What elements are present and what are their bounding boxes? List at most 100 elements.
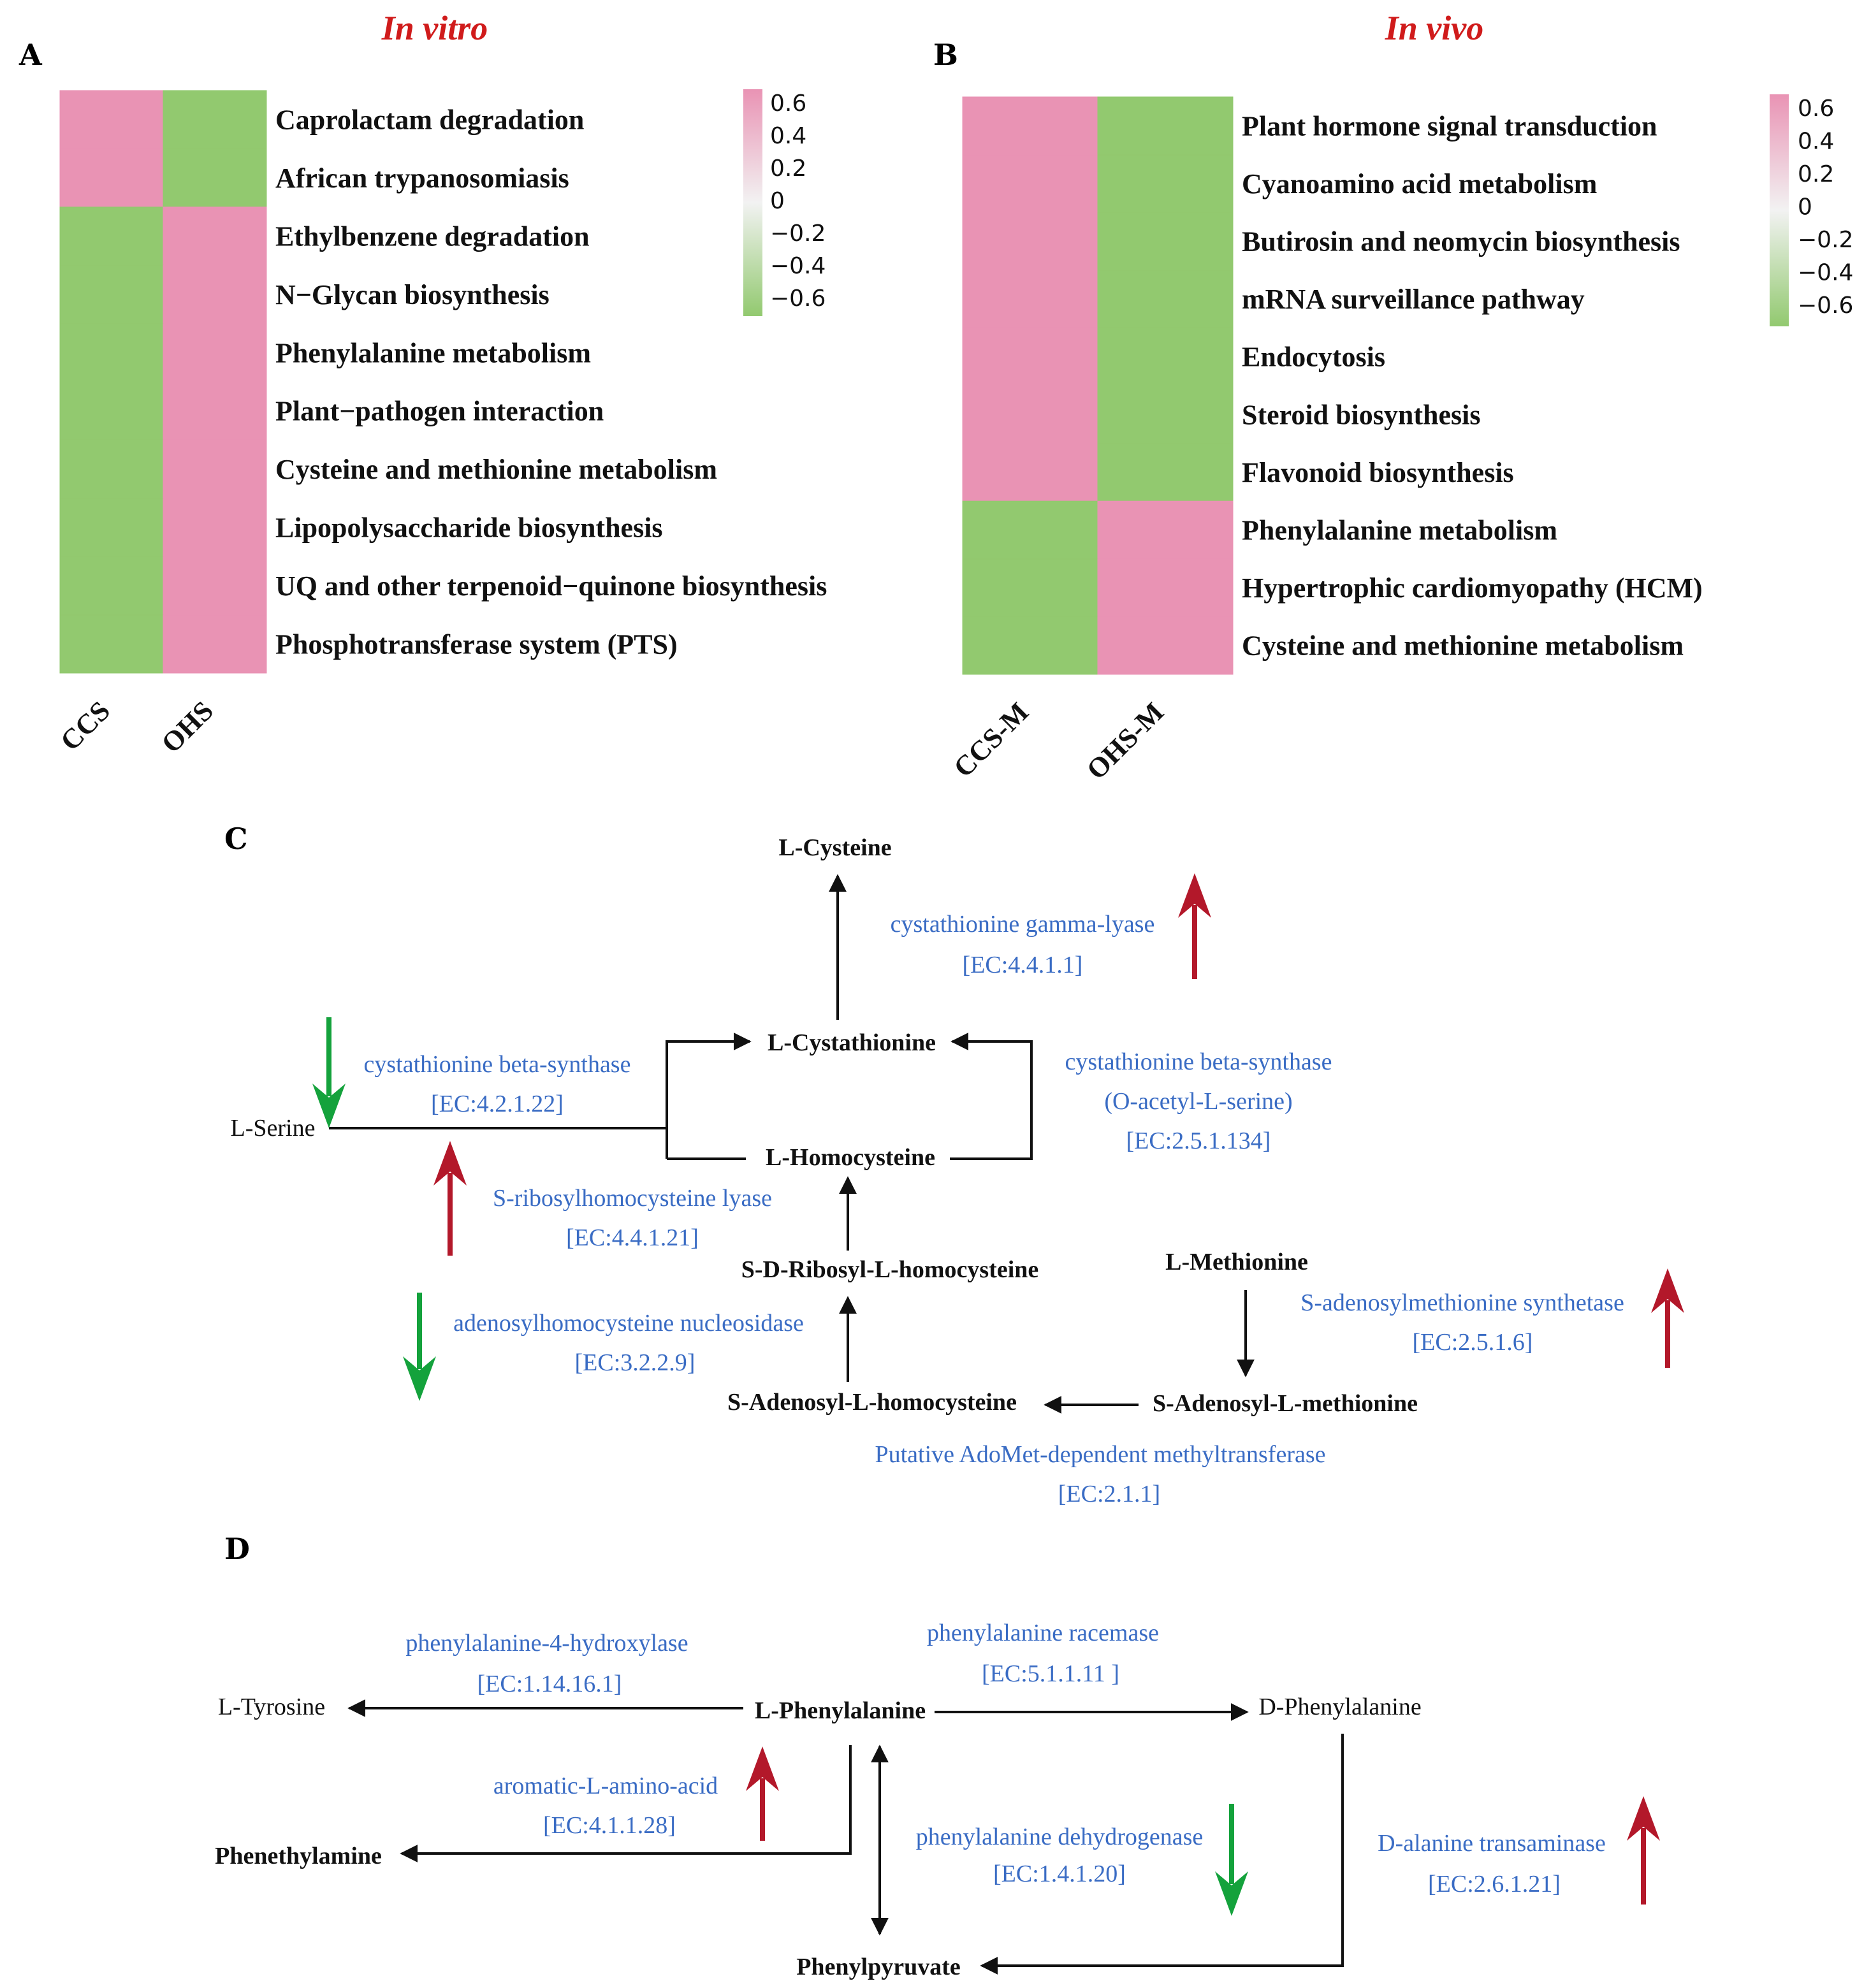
heatmap-cell [163,265,267,324]
legend-a-colorbar [743,89,762,316]
heatmap-cell [163,323,267,382]
upregulated-arrow-dat [1627,1796,1660,1905]
panel-b-title: In vivo [1385,9,1484,47]
heatmap-row-label: Endocytosis [1242,342,1385,373]
downregulated-arrow-pdh [1215,1804,1248,1916]
heatmap-cell [163,614,267,674]
heatmap-row-label: Flavonoid biosynthesis [1242,457,1514,488]
metabolite-l-methionine: L-Methionine [1165,1249,1308,1275]
heatmap-row-label: Cyanoamino acid metabolism [1242,168,1597,200]
heatmap-column-label: OHS [156,695,219,758]
enzyme-mt-name: Putative AdoMet-dependent methyltransfer… [875,1441,1325,1468]
heatmap-row-label: Phenylalanine metabolism [1242,515,1557,546]
heatmap-cell [962,270,1098,328]
heatmap-row-label: mRNA surveillance pathway [1242,284,1585,315]
enzyme-srl-name: S-ribosylhomocysteine lyase [493,1185,772,1212]
enzyme-ahn-ec: [EC:3.2.2.9] [575,1349,695,1376]
legend-tick-label: 0 [770,188,785,214]
heatmap-cell [1097,327,1234,386]
heatmap-cell [59,148,164,208]
heatmap-cell [1097,154,1234,213]
enzyme-cgl-ec: [EC:4.4.1.1] [963,952,1083,978]
heatmap-row-label: Butirosin and neomycin biosynthesis [1242,226,1680,258]
upregulated-arrow-sams [1651,1268,1684,1368]
heatmap-cell [59,439,164,499]
legend-tick-label: −0.6 [770,286,826,312]
legend-tick-label: −0.4 [1798,260,1853,286]
upregulated-arrow-aadc [746,1746,779,1841]
enzyme-cbs2-name: cystathionine beta-synthase [1065,1048,1332,1075]
heatmap-cell [59,556,164,616]
heatmap-cell [163,207,267,266]
enzyme-sams-ec: [EC:2.5.1.6] [1413,1329,1533,1356]
enzyme-aadc-name: aromatic-L-amino-acid [493,1773,718,1799]
heatmap-row-label: N−Glycan biosynthesis [275,279,550,310]
heatmap-row-label: Phosphotransferase system (PTS) [275,628,678,660]
heatmap-row-label: Hypertrophic cardiomyopathy (HCM) [1242,572,1703,604]
heatmap-cell [59,265,164,324]
legend-tick-label: −0.6 [1798,293,1853,319]
heatmap-cell [59,381,164,440]
metabolite-d-phenylalanine: D-Phenylalanine [1258,1694,1421,1720]
legend-tick-label: 0.2 [770,156,806,182]
regulation-arrows-d [746,1746,1660,1916]
enzyme-mt-ec: [EC:2.1.1] [1058,1481,1160,1507]
heatmap-cell [962,558,1098,617]
legend-b-colorbar [1770,94,1789,326]
heatmap-cell [962,500,1098,560]
metabolite-s-adenosyl-l-homocysteine: S-Adenosyl-L-homocysteine [727,1389,1017,1416]
heatmap-row-label: UQ and other terpenoid−quinone biosynthe… [275,570,827,602]
heatmap-cell [962,96,1098,156]
heatmap-row-label: Plant hormone signal transduction [1242,110,1657,141]
enzyme-cbs2-substrate: (O-acetyl-L-serine) [1104,1088,1292,1115]
heatmap-cell [163,90,267,149]
legend-tick-label: 0.6 [770,91,806,117]
enzyme-cbs1-ec: [EC:4.2.1.22] [431,1091,564,1117]
enzyme-sams-name: S-adenosylmethionine synthetase [1300,1289,1624,1316]
upregulated-arrow-cgl [1178,873,1211,979]
heatmap-cell [962,385,1098,444]
legend-tick-label: 0.4 [1798,129,1834,155]
enzyme-p4h-name: phenylalanine-4-hydroxylase [405,1630,688,1657]
legend-tick-label: −0.2 [770,221,826,247]
enzyme-pdh-name: phenylalanine dehydrogenase [916,1824,1204,1850]
heatmap-row-label: Steroid biosynthesis [1242,399,1481,430]
heatmap-cell [59,323,164,382]
heatmap-cell [1097,96,1234,156]
panel-letter-a: A [18,38,43,72]
legend-tick-label: −0.2 [1798,227,1853,253]
metabolite-phenethylamine: Phenethylamine [215,1843,382,1869]
enzyme-srl-ec: [EC:4.4.1.21] [566,1224,699,1251]
heatmap-cell [1097,616,1234,675]
heatmap-cell [59,90,164,149]
heatmap-column-label: CCS [54,695,116,757]
heatmap-row-label: Cysteine and methionine metabolism [1242,630,1684,662]
heatmap-row-label: Caprolactam degradation [275,105,584,136]
legend-tick-label: 0.2 [1798,161,1834,187]
enzyme-cbs2-ec: [EC:2.5.1.134] [1126,1128,1271,1154]
heatmap-cell [962,327,1098,386]
panel-letter-d: D [224,1532,250,1566]
panel-letter-c: C [224,822,248,856]
heatmap-cell [962,443,1098,502]
heatmap-cell [962,212,1098,271]
metabolite-l-phenylalanine: L-Phenylalanine [755,1697,926,1724]
heatmap-row-label: African trypanosomiasis [275,163,569,194]
heatmap-cell [1097,385,1234,444]
metabolite-s-adenosyl-l-methionine: S-Adenosyl-L-methionine [1153,1390,1418,1417]
edge-homocysteine-to-cystathionine [950,1033,1033,1160]
heatmap-cell [59,207,164,266]
heatmap-column-label: OHS-M [1081,696,1170,785]
enzyme-prac-ec: [EC:5.1.1.11 ] [982,1660,1119,1687]
enzyme-cbs1-name: cystathionine beta-synthase [364,1051,631,1078]
heatmap-cell [59,498,164,557]
heatmap-cell [1097,558,1234,617]
metabolite-l-tyrosine: L-Tyrosine [218,1694,325,1720]
enzyme-p4h-ec: [EC:1.14.16.1] [477,1671,622,1697]
panel-letter-b: B [933,38,958,72]
edge-phe-to-phenethylamine [400,1745,852,1862]
regulation-arrows-c [312,873,1684,1401]
